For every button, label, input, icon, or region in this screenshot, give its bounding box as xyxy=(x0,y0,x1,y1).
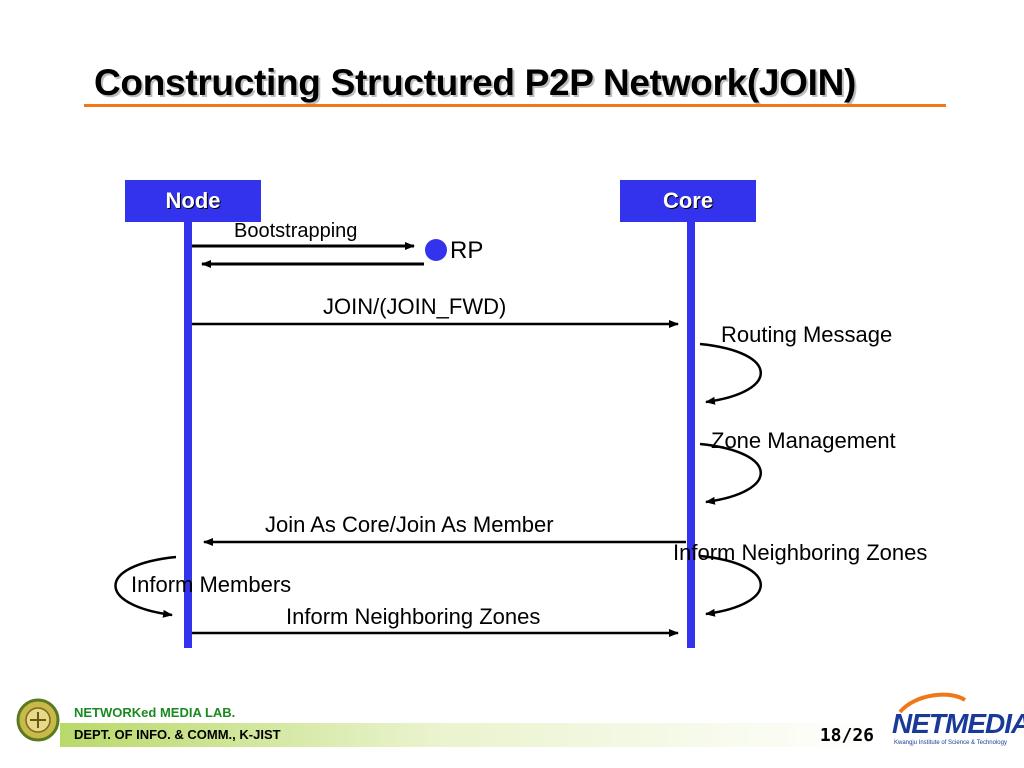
node-lifeline xyxy=(184,222,192,648)
join-as-label: Join As Core/Join As Member xyxy=(265,512,554,537)
footer-bar xyxy=(60,723,880,747)
slide-title: Constructing Structured P2P Network(JOIN… xyxy=(94,62,857,103)
join-label: JOIN/(JOIN_FWD) xyxy=(323,294,507,319)
kjist-emblem-mark-icon xyxy=(30,712,46,728)
core-actor-label: Core xyxy=(662,188,714,213)
node-actor-box: Node xyxy=(125,180,261,222)
rp-label: RP xyxy=(450,237,484,264)
routing-message-label: Routing Message xyxy=(721,322,893,347)
netmedia-logo-arc-icon xyxy=(898,692,967,714)
title-underline xyxy=(84,104,946,107)
department-name: DEPT. OF INFO. & COMM., K-JIST xyxy=(74,727,281,742)
core-actor-box: Core xyxy=(620,180,756,222)
lab-name: NETWORKed MEDIA LAB. xyxy=(74,705,236,720)
rp-node-icon xyxy=(425,239,447,261)
netmedia-logo-subtext: Kwangju Institute of Science & Technolog… xyxy=(894,740,1007,746)
page-number: 18/26 xyxy=(819,725,874,746)
inform-neighboring-node-label: Inform Neighboring Zones xyxy=(286,604,541,629)
inform-members-loop-arrow xyxy=(114,555,177,618)
bootstrapping-label: Bootstrapping xyxy=(234,220,358,242)
inform-neighboring-loop-arrow xyxy=(699,554,762,617)
inform-members-label: Inform Members xyxy=(131,572,292,597)
node-actor-label: Node xyxy=(165,188,221,213)
zone-management-loop-arrow xyxy=(699,442,762,505)
core-lifeline xyxy=(687,222,695,648)
inform-neighboring-core-label: Inform Neighboring Zones xyxy=(673,540,928,565)
netmedia-logo: NETMEDIA xyxy=(892,708,1024,739)
routing-loop-arrow xyxy=(699,342,762,405)
zone-management-label: Zone Management xyxy=(711,428,896,453)
